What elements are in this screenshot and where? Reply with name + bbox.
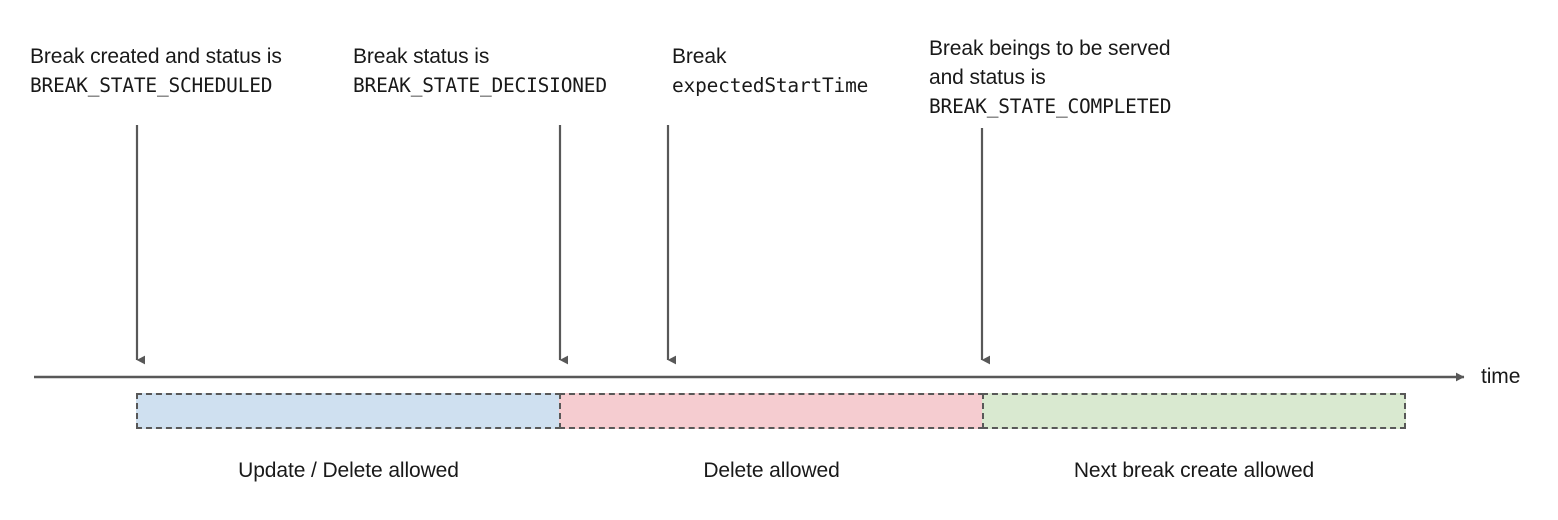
annotation-line-code: BREAK_STATE_COMPLETED — [929, 95, 1172, 118]
annotation-break-created: Break created and status is BREAK_STATE_… — [30, 42, 282, 100]
segment-caption-delete-allowed: Delete allowed — [703, 459, 840, 482]
annotation-break-expected-start-time: Break expectedStartTime — [672, 42, 868, 100]
annotation-line-code: BREAK_STATE_DECISIONED — [353, 74, 607, 97]
annotation-break-decisioned: Break status is BREAK_STATE_DECISIONED — [353, 42, 607, 100]
annotation-line-code: expectedStartTime — [672, 74, 869, 97]
annotation-line-text: Break beings to be served — [929, 37, 1171, 60]
annotation-line-text: and status is — [929, 66, 1046, 89]
annotation-line-text: Break status is — [353, 45, 490, 68]
segment-caption-next-break-create-allowed: Next break create allowed — [1073, 459, 1315, 482]
time-axis-label: time — [1481, 365, 1521, 388]
segment-next-break-create-allowed — [982, 393, 1406, 429]
segment-delete-allowed — [559, 393, 984, 429]
annotation-line-code: BREAK_STATE_SCHEDULED — [30, 74, 273, 97]
segment-caption-update-delete-allowed: Update / Delete allowed — [238, 459, 459, 482]
segment-update-delete-allowed — [136, 393, 561, 429]
annotation-line-text: Break — [672, 45, 727, 68]
annotation-line-text: Break created and status is — [30, 45, 282, 68]
annotation-break-completed: Break beings to be served and status is … — [929, 34, 1172, 121]
